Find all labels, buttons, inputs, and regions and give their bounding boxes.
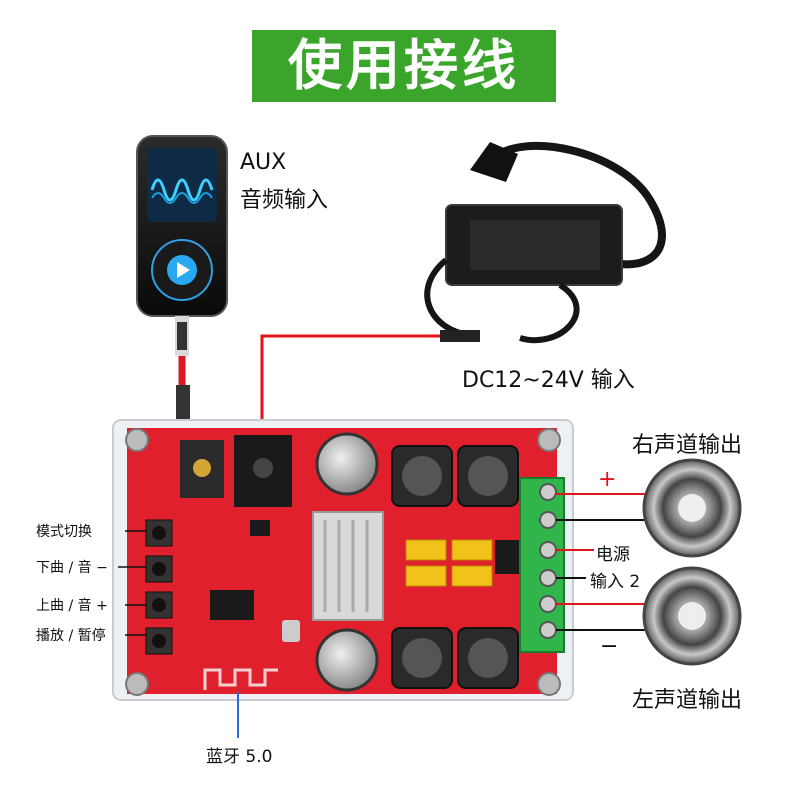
right-channel-label: 右声道输出 <box>632 427 742 459</box>
power-adapter-icon <box>427 142 662 342</box>
input2-label: 输入 2 <box>590 567 640 592</box>
speaker-icon <box>644 460 740 556</box>
button-label-mode: 模式切换 <box>36 521 92 541</box>
speaker-icon <box>644 568 740 664</box>
mp3-player-icon <box>137 136 227 356</box>
minus-sign: − <box>600 634 618 659</box>
button-label-play: 播放 / 暂停 <box>36 625 106 645</box>
power-label: 电源 <box>596 540 630 565</box>
dc-input-label: DC12~24V 输入 <box>462 362 635 394</box>
button-label-next: 上曲 / 音 + <box>36 595 108 615</box>
plus-sign: + <box>598 467 616 492</box>
aux-sub-label: 音频输入 <box>240 182 328 214</box>
bluetooth-label: 蓝牙 5.0 <box>206 742 272 767</box>
aux-label: AUX <box>240 150 286 175</box>
button-label-prev: 下曲 / 音 − <box>36 557 108 577</box>
left-channel-label: 左声道输出 <box>632 682 742 714</box>
